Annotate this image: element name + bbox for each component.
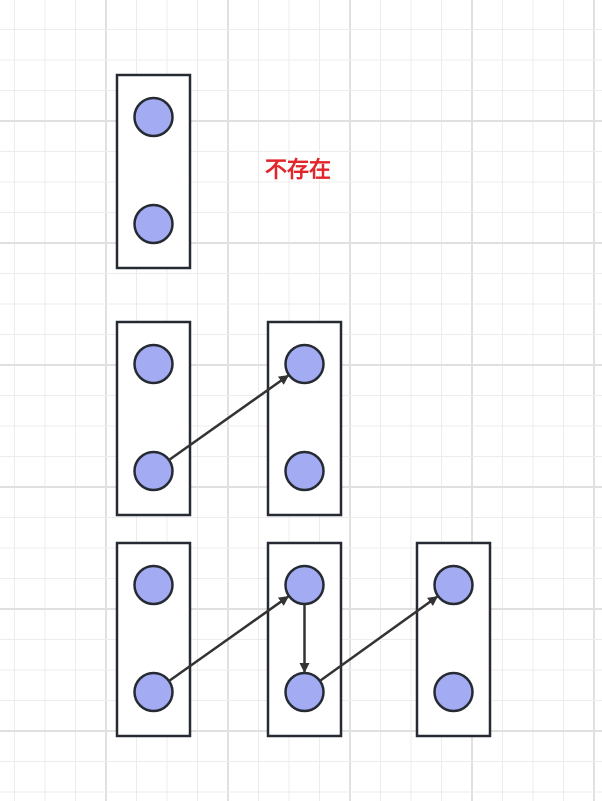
node-circle [133, 343, 174, 385]
row-2 [115, 320, 343, 517]
node-circle [433, 564, 474, 606]
node-circle [284, 671, 325, 713]
node-circle [133, 450, 174, 492]
edge-arrow [168, 595, 289, 683]
node-circle [284, 450, 325, 492]
edge-arrow [168, 374, 289, 462]
node-circle [284, 343, 325, 385]
node-circle [133, 96, 174, 138]
node-circle [284, 564, 325, 606]
row-1 [115, 73, 192, 270]
node-circle [133, 564, 174, 606]
node-circle [433, 671, 474, 713]
not-exist-annotation: 不存在 [265, 158, 332, 183]
row-3 [115, 541, 492, 738]
node-circle [133, 671, 174, 713]
node-circle [133, 203, 174, 245]
edge-arrow [319, 595, 439, 682]
